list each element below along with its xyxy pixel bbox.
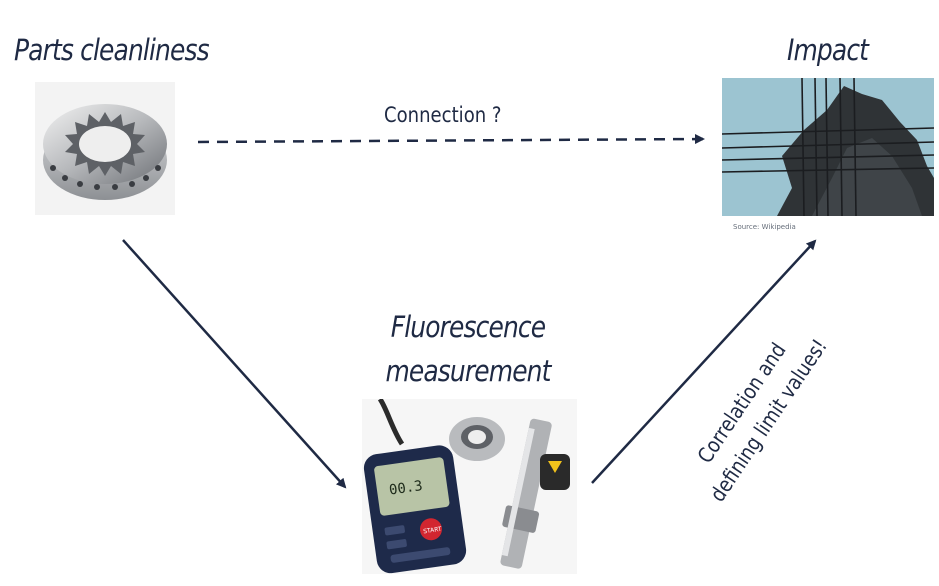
- cleanliness-to-fluorescence-arrow: [122, 239, 347, 489]
- device-start-label: START: [423, 526, 443, 536]
- fluorescence-to-impact-arrow: [591, 239, 817, 484]
- connection-label: Connection ?: [384, 103, 502, 127]
- fluorescence-device-image: 00.3 START: [362, 399, 577, 574]
- impact-image: [722, 78, 934, 216]
- heading-impact: Impact: [787, 33, 869, 67]
- heading-fluorescence-line2: measurement: [385, 354, 551, 388]
- heading-fluorescence-measurement: Fluorescence measurement: [385, 305, 551, 393]
- gear-ring-image: [35, 82, 175, 215]
- connection-arrow: [197, 134, 705, 145]
- heading-parts-cleanliness: Parts cleanliness: [14, 33, 210, 67]
- source-caption: Source: Wikipedia: [733, 223, 796, 231]
- device-reading: 00.3: [388, 478, 424, 499]
- heading-fluorescence-line1: Fluorescence: [390, 310, 546, 344]
